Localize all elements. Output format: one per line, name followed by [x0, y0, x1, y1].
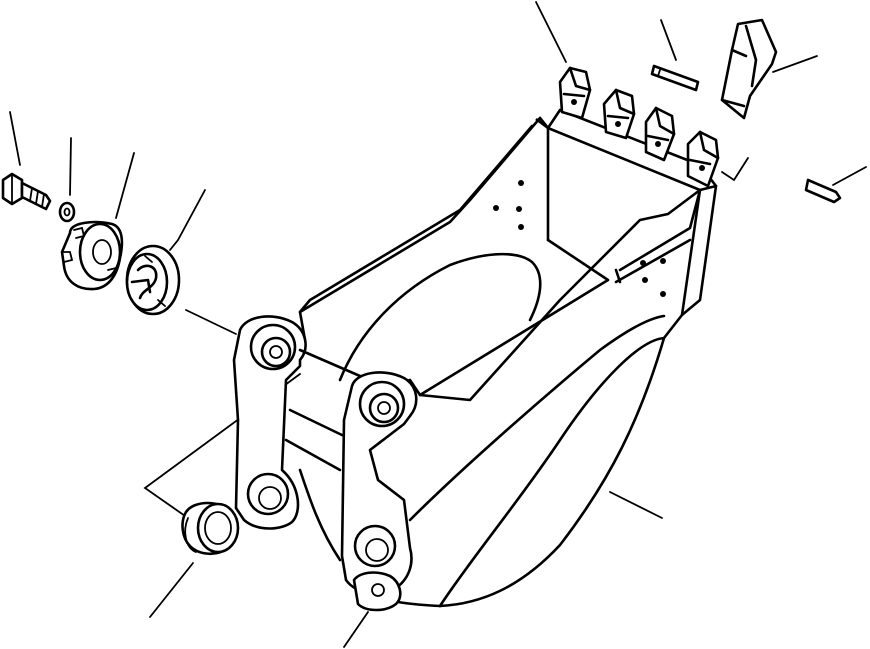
leader-spacer-nut: [115, 152, 135, 219]
leader-mounting-bracket: [343, 611, 369, 648]
leader-pin-axis: [185, 309, 237, 335]
leader-tooth-adapter: [772, 55, 818, 73]
mounting-bracket: [232, 315, 418, 612]
bushing: [181, 501, 240, 556]
leader-lock-pin: [660, 19, 677, 61]
shim-plate: [125, 244, 181, 316]
bucket-body: [298, 108, 718, 608]
leader-bushing: [149, 562, 194, 618]
leader-bolt: [9, 111, 21, 166]
leader-side-pin-axis: [721, 157, 749, 182]
leader-shim-plate: [169, 189, 206, 251]
leader-bucket-tooth: [535, 1, 567, 63]
bolt: [1, 172, 52, 211]
bucket-tooth: [686, 130, 720, 188]
lock-pin: [650, 64, 700, 92]
bucket-tooth: [558, 66, 592, 120]
bucket-tooth: [644, 106, 676, 162]
tooth-adapter: [720, 18, 778, 120]
washer: [58, 201, 76, 223]
bucket-tooth: [602, 88, 636, 140]
spacer-nut: [60, 220, 124, 291]
leader-side-pin: [832, 166, 867, 186]
leader-washer: [69, 137, 72, 196]
bucket-teeth: [558, 66, 720, 188]
side-pin: [804, 178, 842, 204]
leader-bucket-body: [609, 491, 663, 519]
